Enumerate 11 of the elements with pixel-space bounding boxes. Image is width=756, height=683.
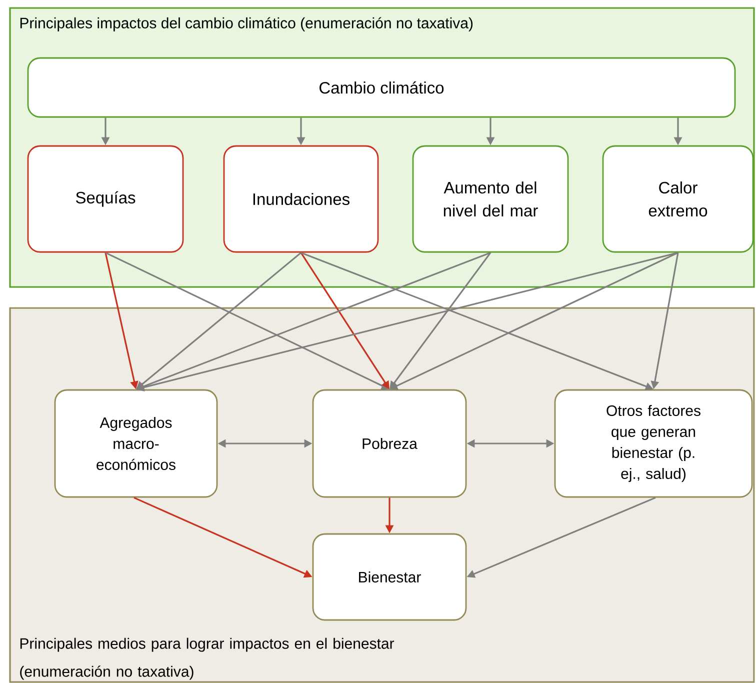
- panel-heading: Principales medios para lograr impactos en el bienestar (enumeración no taxativa): [20, 638, 394, 680]
- box: Otros factores que generan bienestar (p. ej., salud): [554, 389, 753, 498]
- box: Cambio climático: [27, 57, 736, 118]
- box: Inundaciones: [223, 145, 379, 253]
- box: Agregados macro-económicos: [54, 389, 218, 498]
- box: Bienestar: [312, 533, 467, 621]
- box: Aumento del nivel del mar: [412, 145, 569, 253]
- panel-heading: Principales impactos del cambio climático (enumeración no taxativa): [20, 17, 473, 32]
- box: Pobreza: [312, 389, 467, 498]
- box: Sequías: [27, 145, 184, 253]
- box: Calor extremo: [602, 145, 754, 253]
